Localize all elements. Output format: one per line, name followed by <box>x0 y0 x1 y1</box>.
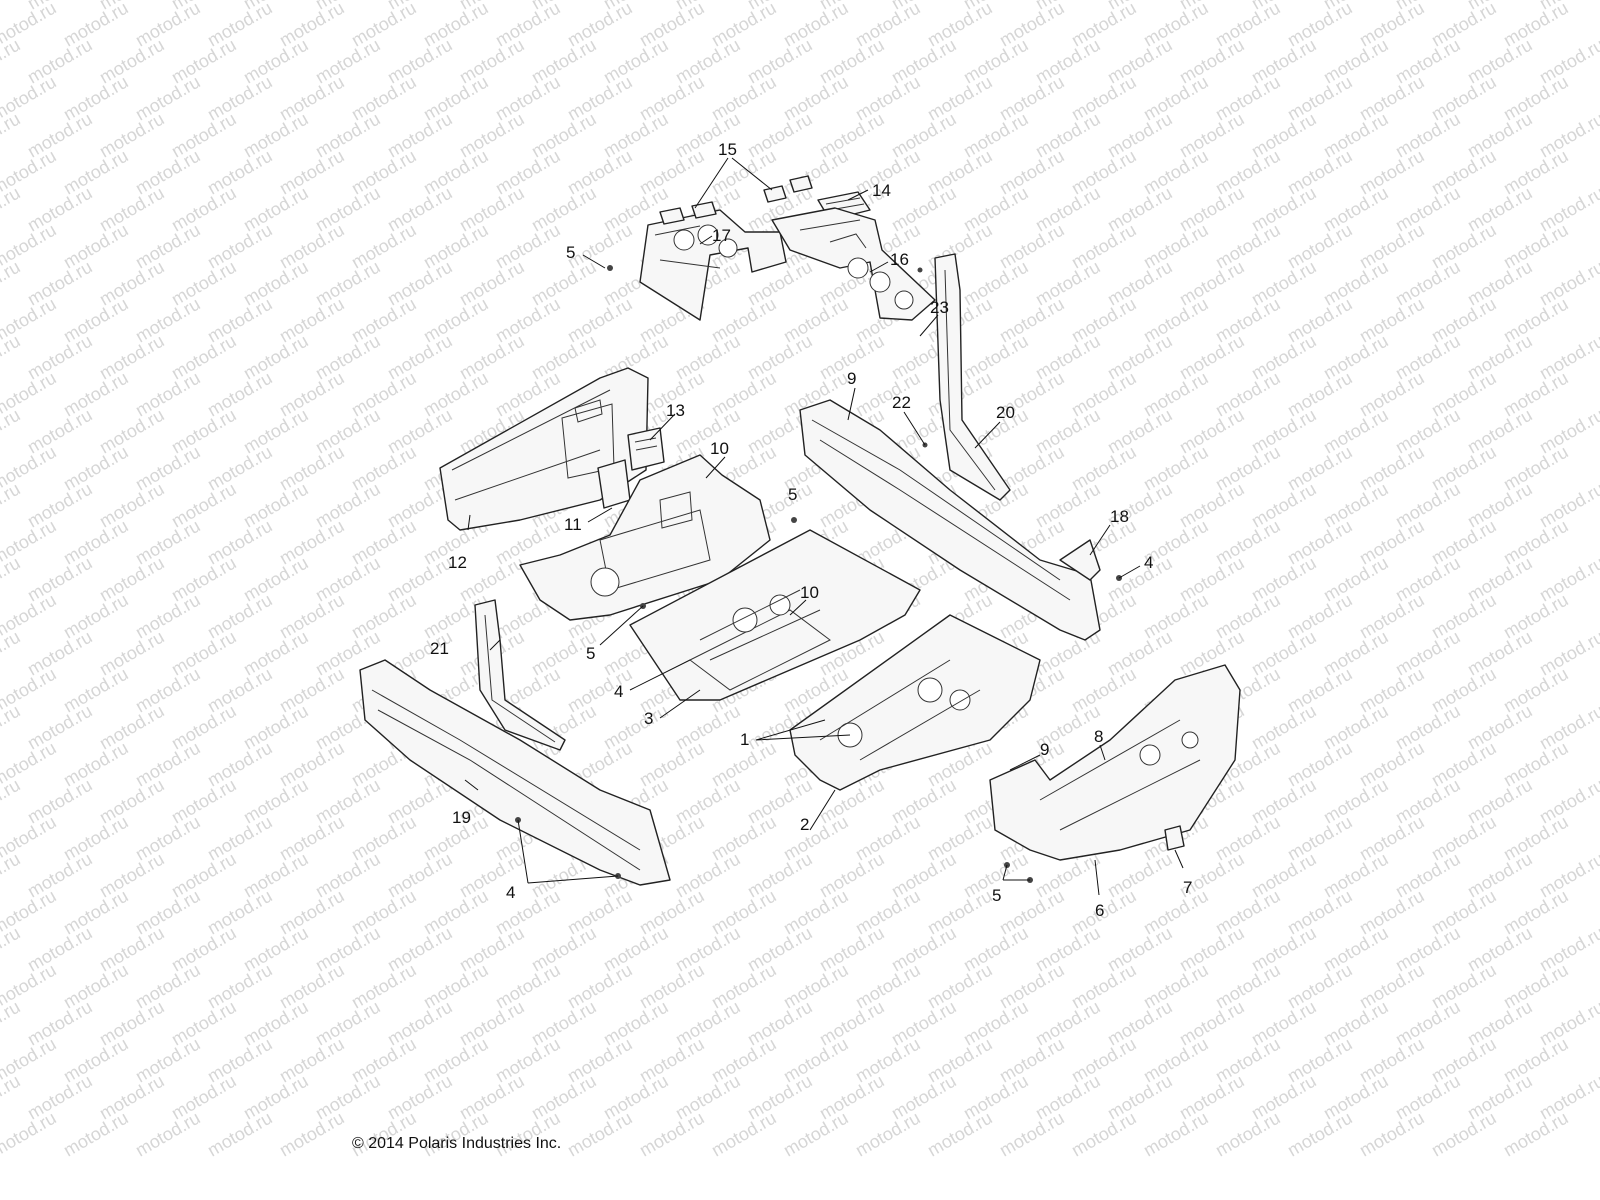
watermark-text: motod.ru <box>996 1108 1068 1161</box>
callout-6: 6 <box>1095 901 1104 920</box>
watermark-text: motod.ru <box>60 1108 132 1161</box>
watermark-text: motod.ru <box>0 405 24 458</box>
watermark-text: motod.ru <box>1536 775 1600 828</box>
watermark-text: motod.ru <box>708 1108 780 1161</box>
part-6-front-bulkhead <box>989 664 1241 861</box>
callout-3: 3 <box>644 709 653 728</box>
part-15-caps <box>659 175 813 225</box>
watermark-text: motod.ru <box>1140 1108 1212 1161</box>
watermark-text: motod.ru <box>852 1108 924 1161</box>
callout-19: 19 <box>452 808 471 827</box>
watermark-text: motod.ru <box>0 553 24 606</box>
watermark-text: motod.ru <box>1536 479 1600 532</box>
callout-2: 2 <box>800 815 809 834</box>
watermark-text: motod.ru <box>0 257 24 310</box>
callout-11: 11 <box>564 515 582 534</box>
watermark-text: motod.ru <box>0 109 24 162</box>
callout-12: 12 <box>448 553 467 572</box>
callout-16: 16 <box>890 250 909 269</box>
watermark-text: motod.ru <box>1212 1108 1284 1161</box>
watermark-text: motod.ru <box>1500 1108 1572 1161</box>
copyright-notice: © 2014 Polaris Industries Inc. <box>352 1135 562 1152</box>
part-20-right-trim <box>934 253 1011 501</box>
callout-17: 17 <box>712 226 731 245</box>
part-2-front-floor <box>789 614 1041 791</box>
watermark-text: motod.ru <box>1536 849 1600 902</box>
callout-9-top: 9 <box>847 369 856 388</box>
watermark-text: motod.ru <box>0 775 24 828</box>
watermark-text: motod.ru <box>0 997 24 1050</box>
callout-labels: 15 14 17 16 23 5 9 22 20 13 10 11 5 12 1… <box>430 140 1192 920</box>
callout-5-top: 5 <box>566 243 575 262</box>
callout-21: 21 <box>430 639 449 658</box>
watermark-text: motod.ru <box>636 1108 708 1161</box>
part-12-firewall <box>439 367 649 531</box>
part-19-left-rocker <box>359 659 671 886</box>
callout-13: 13 <box>666 401 685 420</box>
watermark-text: motod.ru <box>924 1108 996 1161</box>
watermark-text: motod.ru <box>1536 35 1600 88</box>
part-10-seat-base <box>519 454 771 621</box>
part-16-right-console <box>771 207 936 321</box>
callout-23: 23 <box>930 298 949 317</box>
watermark-text: motod.ru <box>1536 405 1600 458</box>
callout-14: 14 <box>872 181 891 200</box>
watermark-text: motod.ru <box>276 1108 348 1161</box>
watermark-text: motod.ru <box>0 331 24 384</box>
watermark-text: motod.ru <box>0 35 24 88</box>
watermark-text: motod.ru <box>1536 1071 1600 1124</box>
watermark-text: motod.ru <box>1536 183 1600 236</box>
callout-4-right: 4 <box>1144 553 1153 572</box>
callout-20: 20 <box>996 403 1015 422</box>
part-21-left-trim <box>474 599 566 751</box>
watermark-text: motod.ru <box>564 1108 636 1161</box>
callout-18: 18 <box>1110 507 1129 526</box>
watermark-text: motod.ru <box>1536 627 1600 680</box>
watermark-text: motod.ru <box>1536 923 1600 976</box>
callout-22: 22 <box>892 393 911 412</box>
callout-10-upper: 10 <box>710 439 729 458</box>
watermark-text: motod.ru <box>1356 1108 1428 1161</box>
watermark-text: motod.ru <box>1068 1108 1140 1161</box>
watermark-text: motod.ru <box>1536 701 1600 754</box>
callout-1: 1 <box>740 730 749 749</box>
watermark-text: motod.ru <box>1536 109 1600 162</box>
part-13-panel <box>627 427 665 471</box>
callout-4-mid: 4 <box>614 682 623 701</box>
watermark-text: motod.ru <box>1536 997 1600 1050</box>
watermark-text: motod.ru <box>0 701 24 754</box>
callout-5-lower: 5 <box>586 644 595 663</box>
watermark-text: motod.ru <box>132 1108 204 1161</box>
callout-15: 15 <box>718 140 737 159</box>
part-17-left-console <box>639 209 787 321</box>
watermark-text: motod.ru <box>204 1108 276 1161</box>
callout-8: 8 <box>1094 727 1103 746</box>
leader-lines <box>464 157 1184 896</box>
watermark-text: motod.ru <box>1536 553 1600 606</box>
watermark-text: motod.ru <box>0 0 24 13</box>
watermark-text: motod.ru <box>0 923 24 976</box>
callout-5-mid: 5 <box>788 485 797 504</box>
callout-5-bottom: 5 <box>992 886 1001 905</box>
part-3-rear-floor <box>629 529 921 701</box>
callout-10-lower: 10 <box>800 583 819 602</box>
watermark-text: motod.ru <box>1536 331 1600 384</box>
callout-7: 7 <box>1183 878 1192 897</box>
watermark-text: motod.ru <box>0 627 24 680</box>
watermark-text: motod.ru <box>1428 1108 1500 1161</box>
part-18-right-rocker <box>799 399 1101 641</box>
watermark-text: motod.ru <box>0 183 24 236</box>
part-11-panel <box>597 459 631 509</box>
watermark-text: motod.ru <box>780 1108 852 1161</box>
watermark-text: motod.ru <box>0 479 24 532</box>
callout-9-bottom: 9 <box>1040 740 1049 759</box>
watermark-text: motod.ru <box>1284 1108 1356 1161</box>
watermark-text: motod.ru <box>1536 257 1600 310</box>
watermark-text: motod.ru <box>0 1071 24 1124</box>
callout-4-bottom: 4 <box>506 883 515 902</box>
watermark-text: motod.ru <box>0 849 24 902</box>
